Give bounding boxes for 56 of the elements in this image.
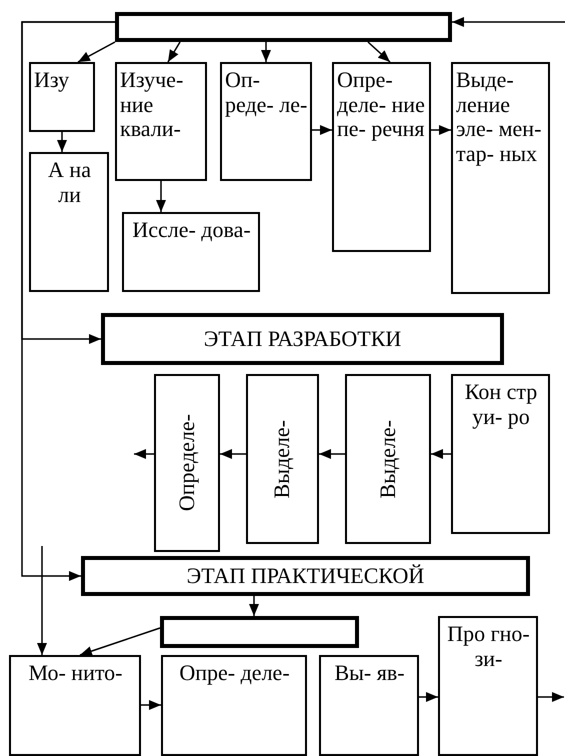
arrow <box>538 692 564 702</box>
arrow <box>312 125 332 135</box>
arrow <box>141 700 161 710</box>
box-text: Опре- деле- ние пе- речня <box>337 68 426 142</box>
process-box <box>345 374 431 544</box>
process-box <box>122 212 260 292</box>
stage-header-box <box>101 313 504 365</box>
process-box <box>438 616 538 756</box>
box-text: Изуче- ние квали- <box>120 68 184 142</box>
box-text: Определе- <box>174 414 200 512</box>
arrow <box>431 125 451 135</box>
stage-header-box <box>81 556 530 596</box>
arrow <box>37 546 47 655</box>
box-text: Выделе- <box>270 420 295 498</box>
arrow <box>368 41 390 63</box>
arrow <box>249 596 259 616</box>
box-text: Про гно- зи- <box>446 622 531 672</box>
process-box <box>9 655 141 756</box>
process-box <box>115 62 207 181</box>
process-box <box>246 374 319 544</box>
process-box <box>29 62 95 132</box>
process-box <box>332 62 431 252</box>
process-box <box>451 62 550 294</box>
arrow <box>57 132 67 152</box>
arrow <box>78 41 116 63</box>
arrow <box>431 449 451 459</box>
arrow <box>261 42 271 62</box>
box-text: Оп- реде- ле- <box>225 68 308 118</box>
box-text: Опре- деле- <box>179 661 290 686</box>
process-box <box>319 655 419 756</box>
process-box <box>451 374 550 534</box>
box-text: ЭТАП РАЗРАБОТКИ <box>204 326 402 352</box>
process-box <box>29 152 109 292</box>
arrow <box>419 692 438 702</box>
process-box <box>161 655 307 756</box>
box-text: ЭТАП ПРАКТИЧЕСКОЙ <box>186 564 424 588</box>
arrow <box>80 627 160 656</box>
box-text: А на ли <box>47 158 92 208</box>
empty-box <box>160 616 359 648</box>
arrow <box>452 17 565 27</box>
empty-box <box>115 12 452 42</box>
arrow <box>21 21 115 581</box>
arrow <box>167 42 181 62</box>
box-text: Кон стр уи- ро <box>464 380 538 430</box>
arrow <box>134 449 154 459</box>
box-text: Мо- нито- <box>28 661 123 686</box>
process-box <box>220 62 312 181</box>
process-box <box>154 374 220 552</box>
arrow <box>156 181 166 212</box>
box-text: Выделе- <box>376 420 400 498</box>
arrow <box>220 449 246 459</box>
box-text: Изу <box>34 68 70 93</box>
arrow <box>319 449 345 459</box>
box-text: Вы- яв- <box>334 661 405 686</box>
box-text: Выде- ление эле- мен- тар- ных <box>456 68 542 166</box>
box-text: Иссле- дова- <box>132 218 251 243</box>
